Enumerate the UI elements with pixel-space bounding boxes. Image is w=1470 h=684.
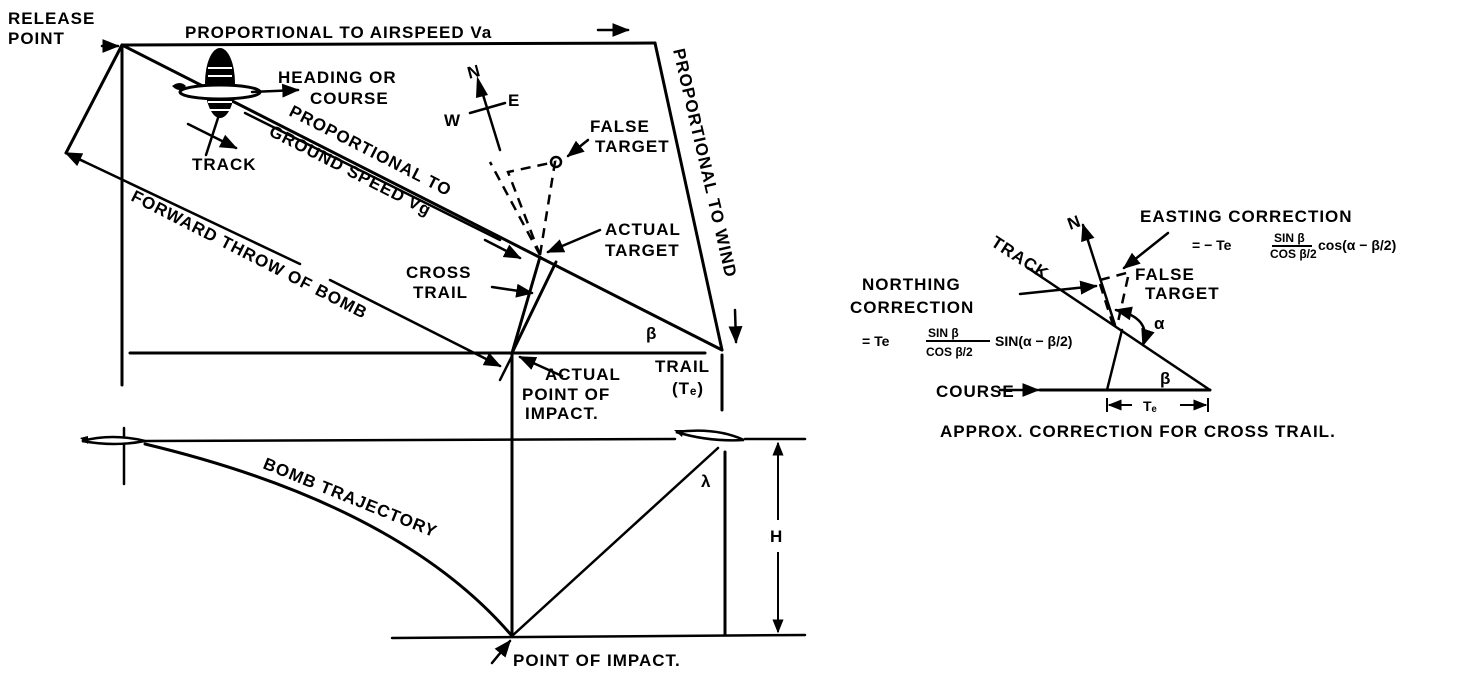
release-label-1: RELEASE xyxy=(8,9,95,28)
forward-throw-arrow xyxy=(64,151,87,167)
track-label: TRACK xyxy=(192,155,257,174)
false-target-arrow xyxy=(566,138,590,158)
trail-te-label: (Tₑ) xyxy=(672,379,704,398)
easting-formula-prefix: = − Te xyxy=(1192,237,1232,253)
figure-caption: APPROX. CORRECTION FOR CROSS TRAIL. xyxy=(940,422,1336,441)
cross-trail-line-a xyxy=(510,255,542,355)
ground-speed-under-line xyxy=(243,111,502,242)
northing-arrow xyxy=(1018,280,1098,296)
north-arrow-icon xyxy=(476,76,488,98)
northing-formula-sin: SIN(α − β/2) xyxy=(995,333,1072,349)
elevation-view: H λ BOMB TRAJECTORY POINT OF IMPACT. xyxy=(80,351,807,670)
flight-altitude-line xyxy=(143,437,677,443)
actual-impact-label-1: ACTUAL xyxy=(545,365,621,384)
wind-vector xyxy=(653,41,724,352)
beta-label: β xyxy=(646,324,657,343)
point-of-impact-label: POINT OF IMPACT. xyxy=(513,651,681,670)
trail-label: TRAIL xyxy=(655,357,710,376)
north-arrow xyxy=(1081,223,1117,327)
false-target-label-1: FALSE xyxy=(590,117,650,136)
forward-throw-line-a xyxy=(64,151,302,266)
alpha-label: α xyxy=(1154,314,1165,333)
false-target-label-2: TARGET xyxy=(595,137,670,156)
bomb-trajectory-label: BOMB TRAJECTORY xyxy=(261,454,441,541)
cross-trail-leg xyxy=(1105,328,1124,392)
impact-arrow xyxy=(490,639,512,665)
northing-formula-numerator: SIN β xyxy=(928,326,959,340)
northing-label-2: CORRECTION xyxy=(850,298,974,317)
bomb-trajectory-curve xyxy=(143,442,514,638)
actual-impact-label-3: IMPACT. xyxy=(525,404,599,423)
compass-n-label: N xyxy=(465,61,483,83)
compass-w-label: W xyxy=(444,111,461,130)
offset-leg xyxy=(64,43,124,155)
cross-trail-arrow xyxy=(490,283,534,298)
airspeed-label: PROPORTIONAL TO AIRSPEED Va xyxy=(185,23,492,42)
track-arrow xyxy=(186,122,238,150)
easting-formula-numerator: SIN β xyxy=(1274,231,1305,245)
compass: N E W xyxy=(444,61,520,152)
plan-view: N E W RELEASE POINT PROPORTIONAL T xyxy=(8,9,743,423)
north-label: N xyxy=(1065,211,1084,233)
forward-throw-label: FORWARD THROW OF BOMB xyxy=(128,187,370,323)
easting-formula: = − Te SIN β COS β/2 cos(α − β/2) xyxy=(1192,231,1396,261)
easting-formula-denominator: COS β/2 xyxy=(1270,247,1317,261)
alpha-arc xyxy=(1114,306,1155,347)
wind-arrow xyxy=(728,308,743,344)
false-target-label-2: TARGET xyxy=(1145,284,1220,303)
height-label: H xyxy=(770,527,783,546)
release-label-2: POINT xyxy=(8,29,65,48)
ground-line xyxy=(390,633,807,640)
heading-label-1: HEADING OR xyxy=(278,68,397,87)
sight-line xyxy=(510,446,720,638)
beta-label: β xyxy=(1160,369,1171,388)
false-target-dashes xyxy=(488,160,557,256)
northing-label-1: NORTHING xyxy=(862,275,961,294)
actual-target-arrow xyxy=(546,228,602,254)
aircraft-side-view-icon xyxy=(80,435,146,446)
easting-label: EASTING CORRECTION xyxy=(1140,207,1353,226)
aircraft-side-view-right-icon xyxy=(674,429,745,442)
cross-trail-label-2: TRAIL xyxy=(413,283,468,302)
impact-tick xyxy=(498,354,514,382)
false-target-dashes xyxy=(1098,270,1131,326)
cross-trail-correction-figure: N EASTING CORRECTION = − Te SIN β COS β/… xyxy=(850,207,1396,441)
compass-ew-bar xyxy=(468,101,507,115)
course-label: COURSE xyxy=(936,382,1015,401)
northing-formula: = Te SIN β COS β/2 SIN(α − β/2) xyxy=(862,326,1072,359)
cross-trail-label-1: CROSS xyxy=(406,263,471,282)
lambda-label: λ xyxy=(701,472,711,491)
airspeed-vector xyxy=(120,41,657,47)
northing-formula-denominator: COS β/2 xyxy=(926,345,973,359)
cross-trail-line-b xyxy=(510,260,558,355)
actual-target-label-1: ACTUAL xyxy=(605,220,681,239)
easting-arrow xyxy=(1122,231,1170,270)
actual-impact-arrow xyxy=(518,355,564,378)
false-target-label-1: FALSE xyxy=(1135,265,1195,284)
actual-impact-label-2: POINT OF xyxy=(522,385,610,404)
heading-arrow xyxy=(250,83,300,98)
track-label: TRACK xyxy=(988,232,1052,283)
te-label: Tₑ xyxy=(1143,398,1157,414)
easting-formula-cos: cos(α − β/2) xyxy=(1318,237,1396,253)
actual-target-label-2: TARGET xyxy=(605,241,680,260)
vg-arrow xyxy=(483,238,522,260)
northing-formula-prefix: = Te xyxy=(862,333,890,349)
compass-e-label: E xyxy=(508,91,520,110)
heading-label-2: COURSE xyxy=(310,89,389,108)
false-target-marker xyxy=(549,155,563,169)
